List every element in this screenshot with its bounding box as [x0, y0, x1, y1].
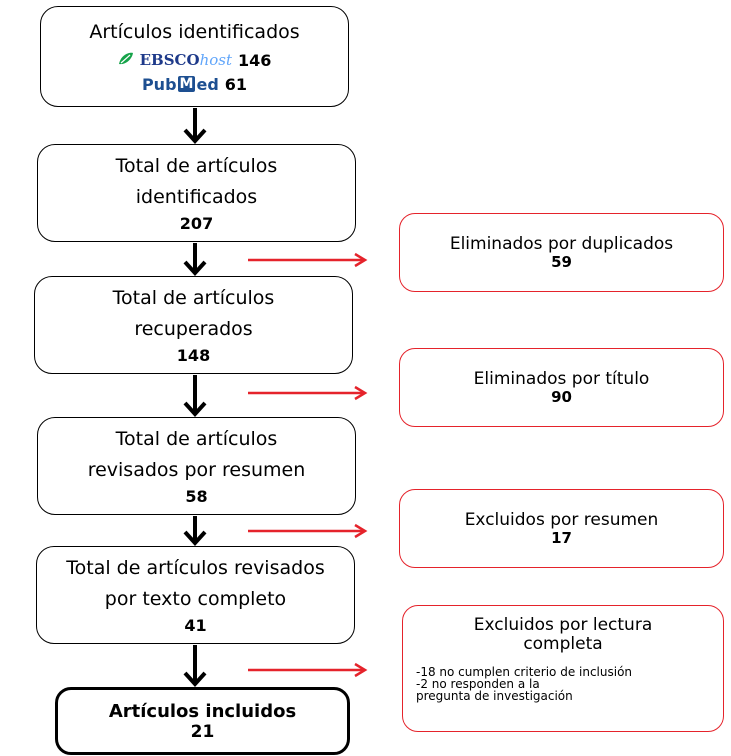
ebsco-leaf-icon [118, 51, 134, 70]
identified-sources-box: Artículos identificados EBSCOhost 146 Pu… [40, 6, 349, 107]
exclusion-detail: -2 no responden a la [416, 677, 540, 691]
ebsco-logo: EBSCOhost [139, 51, 232, 69]
exclusion-label: Excluidos por resumen [464, 509, 659, 530]
exclusion-count: 17 [551, 528, 572, 547]
ebsco-row: EBSCOhost 146 [118, 48, 272, 72]
step-line: Total de artículos revisados [66, 557, 325, 579]
flow-arrow-4 [183, 516, 207, 546]
included-count: 21 [190, 722, 215, 742]
ebsco-count: 146 [237, 50, 272, 70]
included-articles-box: Artículos incluidos 21 [55, 687, 350, 755]
step-line: Total de artículos [112, 287, 275, 309]
flow-arrow-3 [183, 375, 207, 417]
identified-title: Artículos identificados [89, 21, 300, 43]
flow-arrow-2 [183, 243, 207, 276]
exclusion-arrow-2 [248, 385, 368, 401]
exclusion-detail: pregunta de investigación [416, 689, 573, 703]
pubmed-count: 61 [224, 74, 248, 94]
step-line: Total de artículos [115, 428, 278, 450]
step-line: por texto completo [104, 588, 287, 610]
step-line: identificados [135, 186, 258, 208]
step-line: recuperados [134, 318, 253, 340]
step-line: revisados por resumen [87, 459, 306, 481]
step-box-abstract-review: Total de artículos revisados por resumen… [37, 417, 356, 515]
step-box-recovered: Total de artículos recuperados 148 [34, 276, 353, 374]
step-box-identified: Total de artículos identificados 207 [37, 144, 356, 242]
exclusion-arrow-3 [248, 523, 368, 539]
exclusion-label: completa [523, 634, 603, 654]
exclusion-arrow-1 [248, 252, 368, 268]
exclusion-label: Eliminados por título [473, 368, 650, 389]
exclusion-count: 59 [551, 252, 572, 271]
flow-arrow-5 [183, 645, 207, 687]
exclusion-detail: -18 no cumplen criterio de inclusión [416, 665, 633, 679]
included-label: Artículos incluidos [108, 701, 297, 722]
step-count: 41 [184, 616, 207, 635]
exclusion-arrow-4 [248, 662, 368, 678]
step-count: 207 [179, 214, 214, 233]
step-line: Total de artículos [115, 155, 278, 177]
step-count: 58 [185, 487, 208, 506]
exclusion-box-abstract: Excluidos por resumen 17 [399, 489, 724, 568]
flow-arrow-1 [183, 108, 207, 144]
exclusion-label: Eliminados por duplicados [449, 233, 674, 254]
exclusion-count: 90 [551, 387, 572, 406]
exclusion-box-duplicates: Eliminados por duplicados 59 [399, 213, 724, 292]
exclusion-box-full-reading: Excluidos por lectura completa -18 no cu… [402, 605, 724, 732]
step-count: 148 [176, 346, 211, 365]
exclusion-label: Excluidos por lectura [473, 615, 653, 635]
exclusion-box-title: Eliminados por título 90 [399, 348, 724, 427]
step-box-full-text-review: Total de artículos revisados por texto c… [36, 546, 355, 644]
